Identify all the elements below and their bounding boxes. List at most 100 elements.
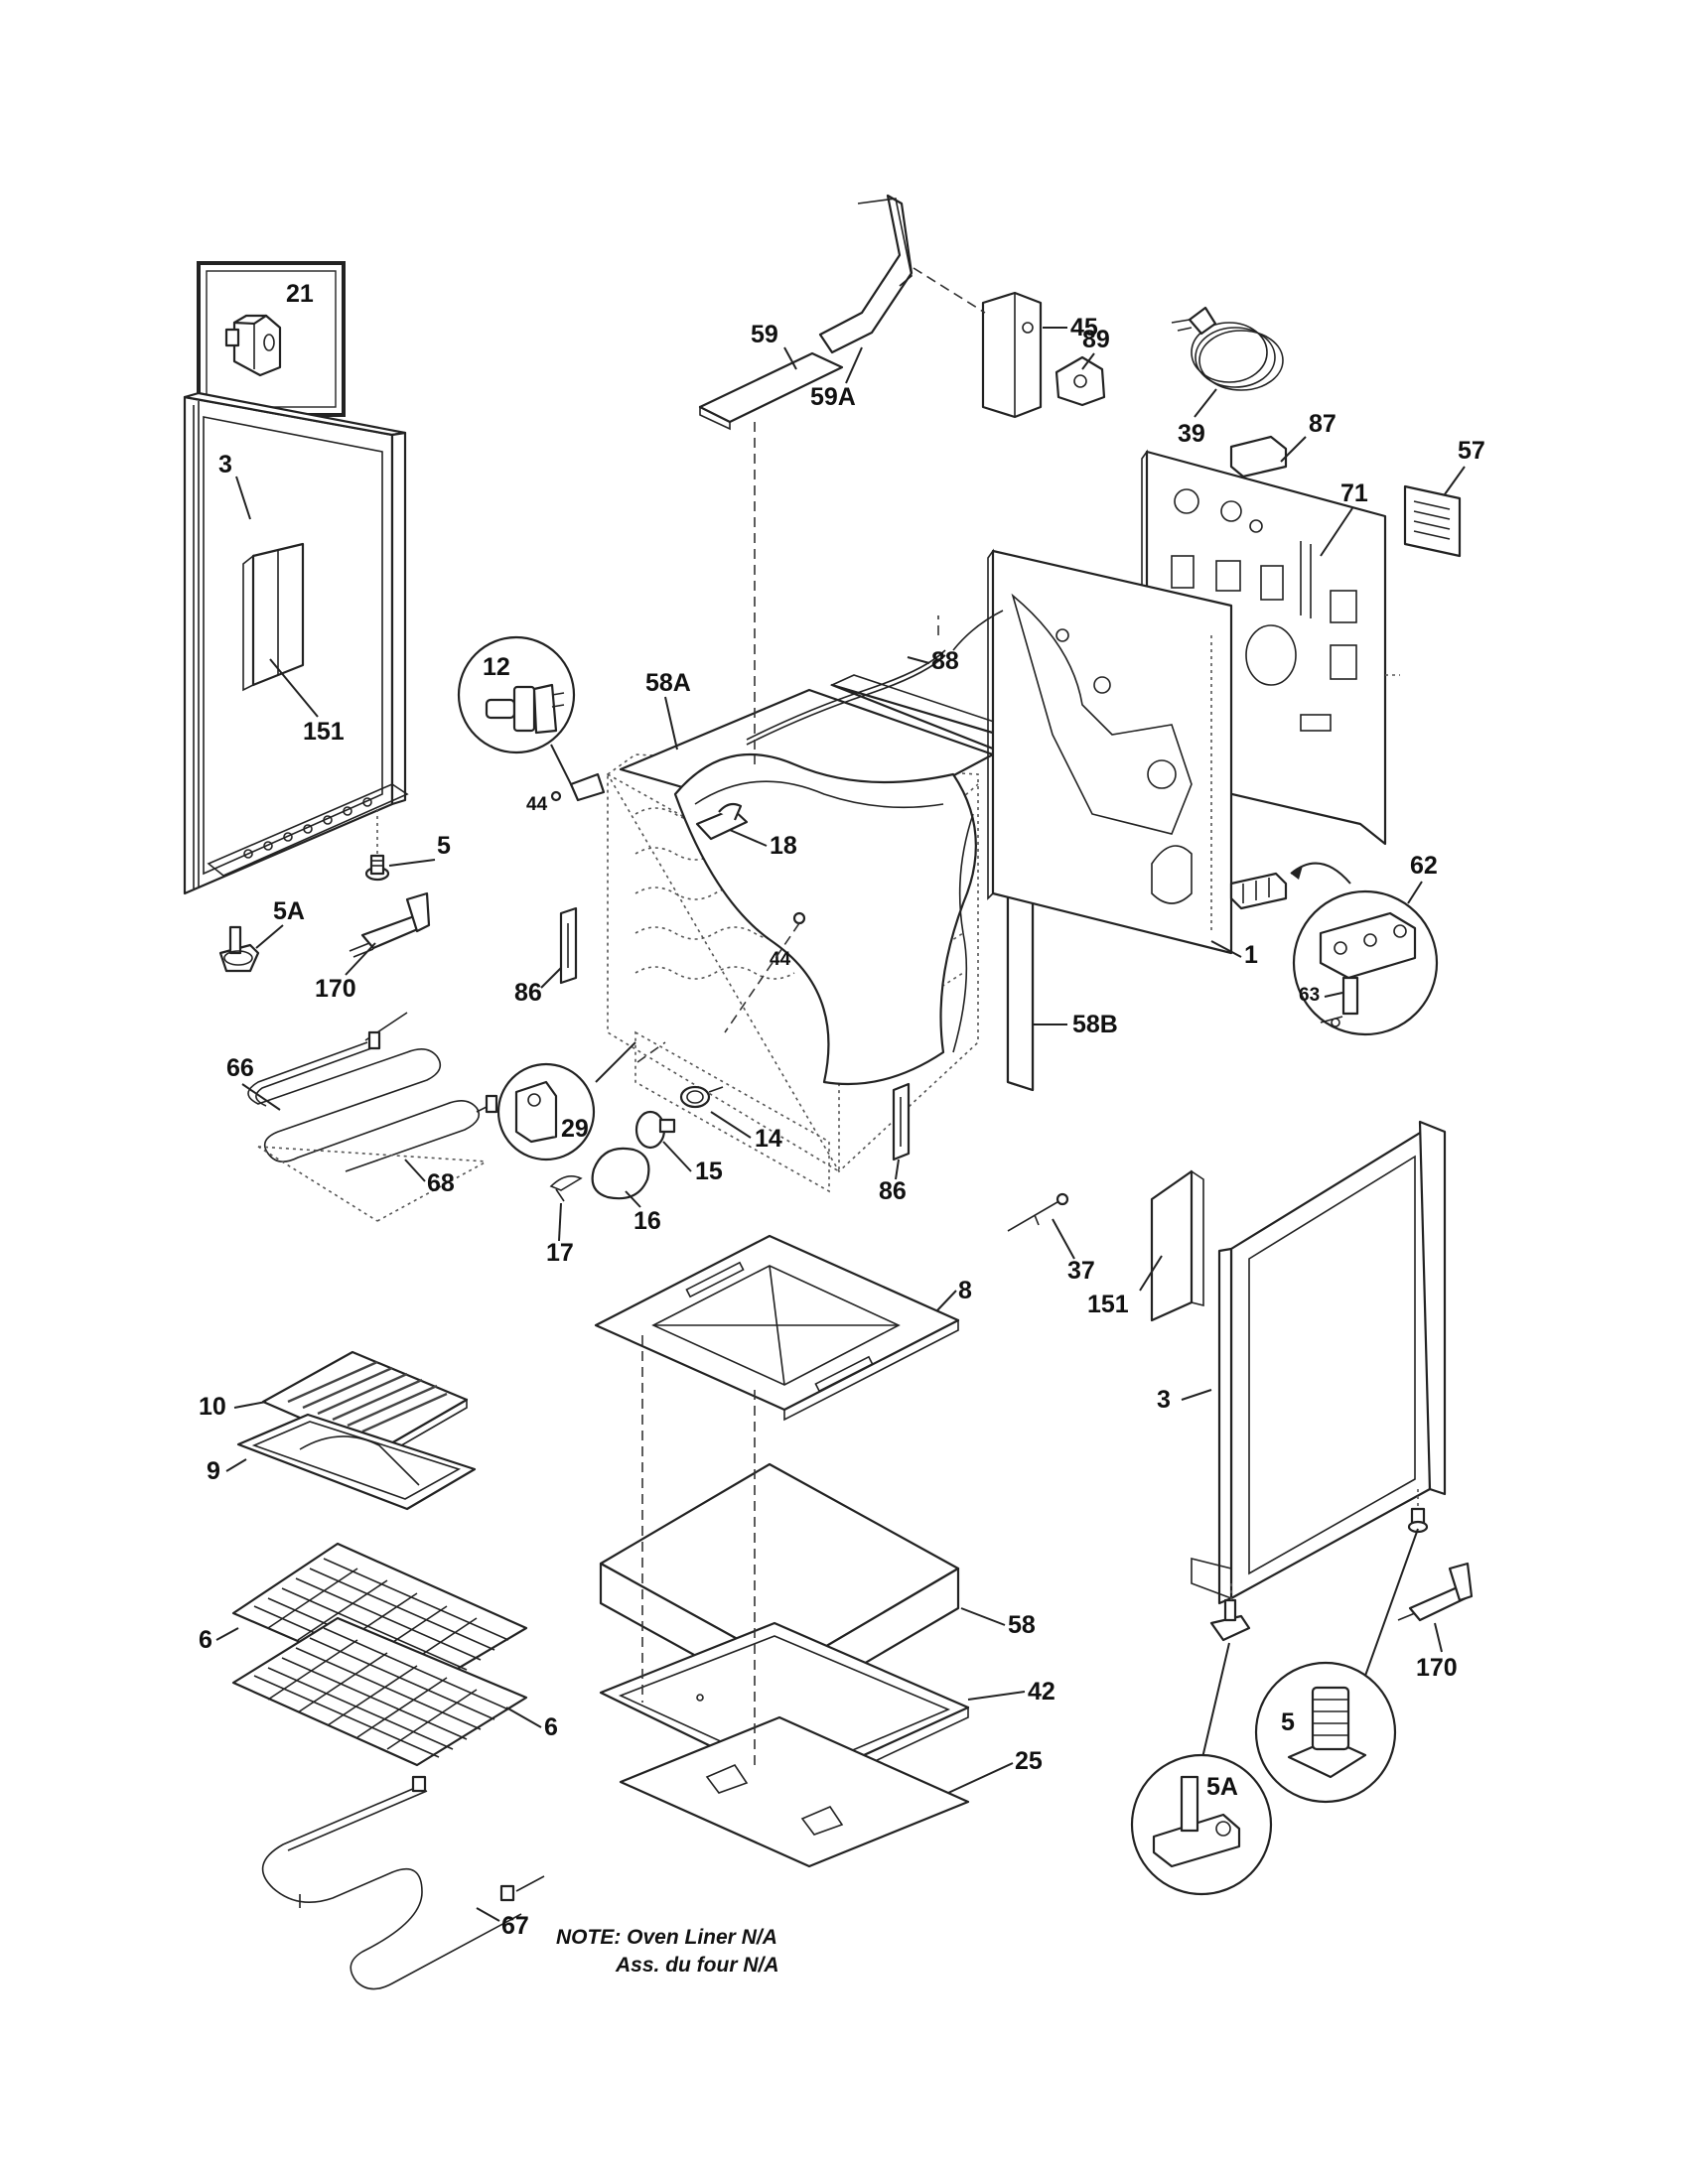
leveler-bracket-5A-right-detail [1152, 1775, 1241, 1868]
leveling-leg-5-right-detail [1287, 1686, 1367, 1779]
callout-6-a: 6 [199, 1626, 212, 1654]
anti-tip-bracket-170-left [349, 891, 431, 958]
terminal-block-bracket-89 [1055, 355, 1106, 407]
callout-59: 59 [751, 321, 778, 348]
lens-clip-17 [549, 1175, 583, 1202]
right-side-panel [1150, 1120, 1447, 1605]
callout-66: 66 [226, 1054, 254, 1082]
hinge-receptacle-86-b [892, 1082, 911, 1161]
hinge-receptacle-86-a [559, 906, 578, 985]
oven-rack-6-lower [231, 1616, 528, 1767]
power-cord-39 [1171, 306, 1284, 391]
left-side-panel: 3 151 [183, 391, 409, 895]
callout-10: 10 [199, 1393, 226, 1421]
callout-18: 18 [770, 832, 797, 860]
broil-element-66 [247, 1012, 498, 1222]
duct-59A [818, 194, 914, 354]
terminal-block-62: 63 [1229, 862, 1439, 1036]
callout-5-right: 5 [1281, 1708, 1295, 1736]
callout-15: 15 [695, 1158, 723, 1185]
side-bracket-151-right [1150, 1169, 1204, 1322]
part-12-inset-circle: 12 44 [457, 635, 606, 815]
assembly-center-lines [641, 1335, 756, 1767]
callout-21: 21 [286, 280, 314, 308]
callout-9: 9 [207, 1457, 220, 1485]
oven-cavity-assembly: 58A 18 58B 44 86 [514, 649, 1118, 1193]
callout-14: 14 [755, 1125, 782, 1153]
callout-63: 63 [1299, 985, 1320, 1006]
callout-67: 67 [501, 1912, 529, 1940]
callout-89: 89 [1082, 326, 1110, 353]
callout-151-left: 151 [303, 718, 345, 746]
sensor-37 [1007, 1192, 1069, 1232]
leveler-group-left: 5 5A 170 [218, 809, 451, 1003]
leveler-bracket-5A-left [218, 925, 260, 973]
bake-element-67 [261, 1775, 545, 1990]
switch-mount-44-a [550, 772, 606, 802]
callout-1: 1 [1244, 941, 1258, 969]
callout-151-right: 151 [1087, 1291, 1129, 1318]
callout-8: 8 [958, 1277, 972, 1304]
callout-17: 17 [546, 1239, 574, 1267]
vent-cover-45 [981, 291, 1043, 419]
side-bracket-151-left [242, 542, 305, 692]
callout-86-a: 86 [514, 979, 542, 1007]
note-line-1: NOTE: Oven Liner N/A [556, 1926, 777, 1949]
broiler-pan-9 [236, 1413, 477, 1511]
bottom-panel-25 [619, 1715, 970, 1868]
callout-44-b: 44 [770, 949, 791, 970]
duct-59 [698, 351, 844, 431]
insulation-blanket-58A [619, 688, 995, 1086]
oven-bottom-8 [594, 1234, 960, 1422]
callout-59A: 59A [810, 383, 856, 411]
light-lens-16 [591, 1147, 650, 1200]
callout-58A: 58A [645, 669, 691, 697]
access-cover-57 [1403, 484, 1462, 558]
callout-12: 12 [483, 653, 510, 681]
oven-light-switch-12 [485, 683, 565, 735]
callout-71: 71 [1340, 479, 1368, 507]
callout-62: 62 [1410, 852, 1438, 880]
callout-42: 42 [1028, 1678, 1055, 1706]
callout-16: 16 [633, 1207, 661, 1235]
vent-holes-left-panel [243, 797, 372, 859]
callout-5A-left: 5A [273, 897, 305, 925]
anti-tip-bracket-170-right [1397, 1562, 1474, 1622]
terminal-block-detail [1319, 911, 1417, 1027]
leveling-leg-5-right-small [1407, 1507, 1429, 1534]
callout-88: 88 [931, 647, 959, 675]
callout-5A-right: 5A [1206, 1773, 1238, 1801]
lamp-socket-14 [679, 1085, 724, 1109]
callout-25: 25 [1015, 1747, 1043, 1775]
callout-39: 39 [1178, 420, 1205, 448]
part-21-inset-box: 21 [197, 261, 346, 417]
callout-37: 37 [1067, 1257, 1095, 1285]
callout-6-b: 6 [544, 1713, 558, 1741]
door-latch-18 [695, 802, 749, 841]
callout-45: 45 [1070, 314, 1098, 341]
note-line-2: Ass. du four N/A [615, 1954, 779, 1977]
light-socket-29 [514, 1080, 558, 1144]
callout-5-left: 5 [437, 832, 451, 860]
oven-liner-note: NOTE: Oven Liner N/A Ass. du four N/A [556, 1926, 779, 1977]
wire-88 [937, 610, 1004, 651]
rear-cavity-panel-1 [987, 548, 1233, 955]
callout-57: 57 [1458, 437, 1485, 465]
label-plate-87 [1229, 435, 1288, 478]
callout-29: 29 [561, 1115, 589, 1143]
light-bulb-15 [634, 1110, 676, 1150]
callout-58: 58 [1008, 1611, 1036, 1639]
callout-170-left: 170 [315, 975, 356, 1003]
duct-assembly: 59 59A 45 [698, 194, 1098, 764]
leveler-bracket-5A-right-small [1209, 1598, 1251, 1642]
leveler-group-right: 170 5 5A [1130, 1489, 1474, 1896]
callout-58B: 58B [1072, 1011, 1118, 1038]
knob-bracket-21 [224, 314, 282, 377]
screw-44-b [724, 911, 806, 1033]
callout-170-right: 170 [1416, 1654, 1458, 1682]
part-29-inset-circle: 29 [496, 1062, 596, 1161]
callout-3-left: 3 [218, 451, 232, 478]
leveling-leg-5-left [364, 854, 390, 882]
callout-87: 87 [1309, 410, 1336, 438]
